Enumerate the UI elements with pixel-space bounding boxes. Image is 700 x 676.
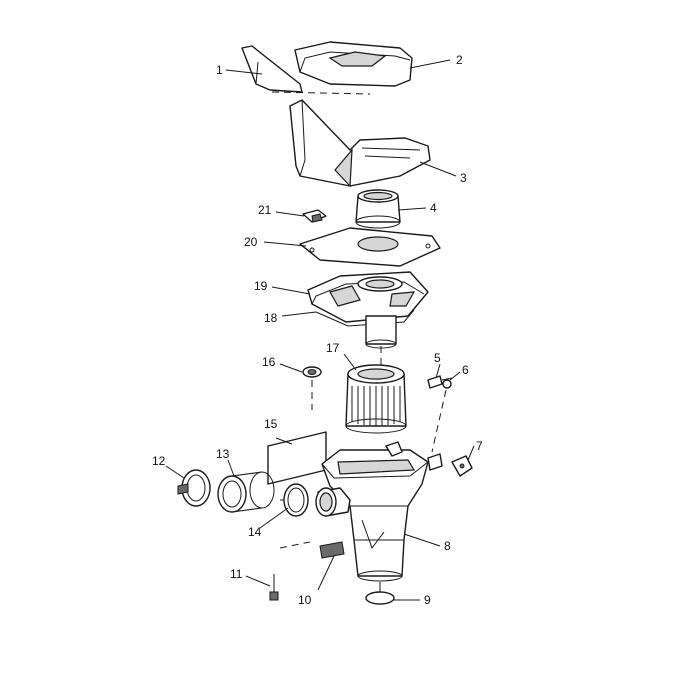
callout-14: 14 (248, 525, 262, 539)
part-16-grommet (302, 366, 322, 378)
part-15-plate (267, 431, 327, 485)
part-19-lid (307, 271, 429, 323)
callout-12: 12 (152, 454, 166, 468)
callout-9: 9 (424, 593, 431, 607)
callout-15: 15 (264, 417, 278, 431)
part-10-foam (319, 541, 345, 559)
callout-4: 4 (430, 201, 437, 215)
callout-labels: 1 2 3 4 5 6 7 8 9 10 11 12 13 14 15 16 1… (152, 53, 483, 607)
alignment-line-11 (279, 541, 311, 549)
callout-17: 17 (326, 341, 340, 355)
callout-3: 3 (460, 171, 467, 185)
callout-8: 8 (444, 539, 451, 553)
callout-20: 20 (244, 235, 258, 249)
part-13-coupler (217, 471, 275, 513)
part-11-screw (269, 574, 279, 601)
part-3-cover (289, 99, 431, 188)
alignment-line-6 (431, 389, 447, 453)
part-21-clip (302, 209, 327, 223)
callout-2: 2 (456, 53, 463, 67)
callout-7: 7 (476, 439, 483, 453)
lid-tube (365, 315, 397, 349)
callout-6: 6 (462, 363, 469, 377)
callout-16: 16 (262, 355, 276, 369)
part-2-top-pad (294, 41, 413, 87)
part-6-washer (442, 379, 452, 389)
leader-lines (165, 59, 475, 601)
alignment-line-1-3 (271, 91, 371, 95)
callout-10: 10 (298, 593, 312, 607)
callout-18: 18 (264, 311, 278, 325)
part-14-ring (280, 483, 309, 517)
part-1-fin (241, 45, 303, 93)
part-20-gasket (299, 227, 441, 267)
part-7-bracket (451, 455, 473, 477)
callout-5: 5 (434, 351, 441, 365)
part-8-airbox (321, 441, 443, 582)
airbox-outlet (315, 487, 351, 517)
callout-1: 1 (216, 63, 223, 77)
callout-19: 19 (254, 279, 268, 293)
part-4-boot (355, 189, 401, 229)
callout-13: 13 (216, 447, 230, 461)
callout-21: 21 (258, 203, 272, 217)
part-12-clamp (177, 469, 211, 507)
part-9-plug (365, 582, 395, 605)
callout-11: 11 (230, 567, 243, 581)
part-17-filter (345, 364, 407, 434)
